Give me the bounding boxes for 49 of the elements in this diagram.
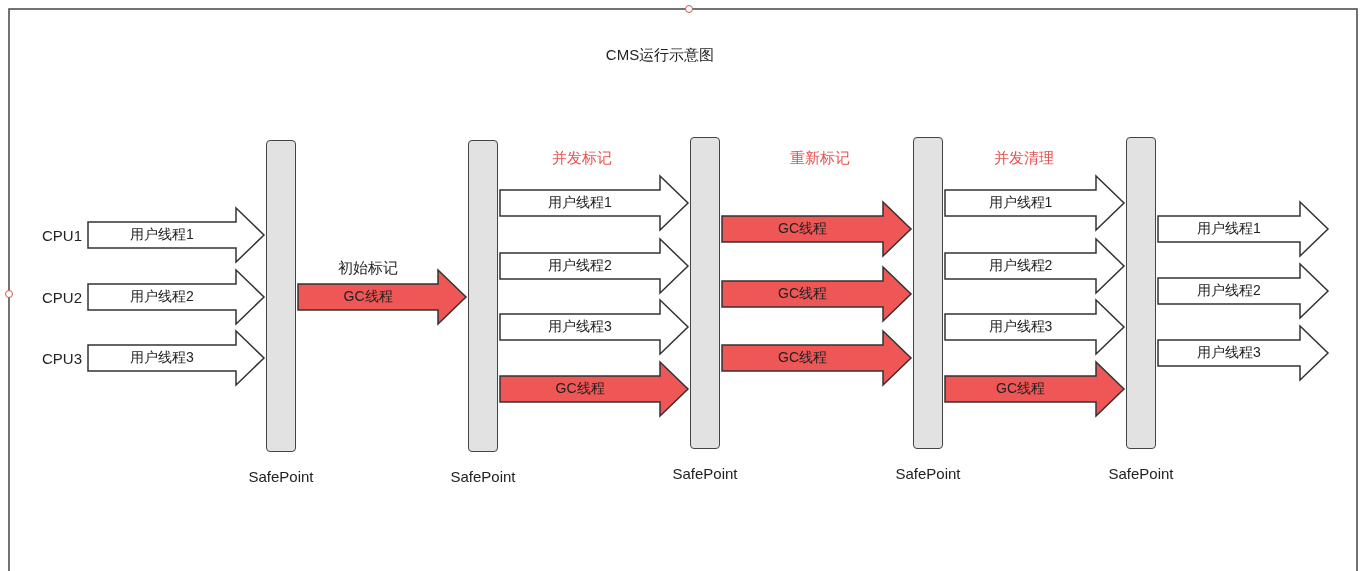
cpu-label: CPU2 bbox=[42, 288, 82, 306]
phase-label: 并发清理 bbox=[994, 148, 1054, 168]
block-arrow bbox=[721, 329, 913, 387]
cpu-label: CPU3 bbox=[42, 349, 82, 367]
block-arrow bbox=[1157, 324, 1330, 382]
edge-label: 用户线程2 bbox=[548, 257, 612, 275]
block-arrow bbox=[499, 360, 690, 418]
edge-label: GC线程 bbox=[778, 285, 827, 303]
edge-label: GC线程 bbox=[555, 380, 605, 398]
cpu-label: CPU1 bbox=[42, 226, 82, 244]
block-arrow bbox=[87, 206, 266, 264]
block-arrow bbox=[499, 237, 690, 295]
phase-label: 重新标记 bbox=[790, 148, 850, 168]
edge-label: 用户线程3 bbox=[548, 318, 612, 336]
block-arrow bbox=[499, 174, 690, 232]
safepoint-label: SafePoint bbox=[450, 468, 516, 485]
edge-label: GC线程 bbox=[778, 349, 827, 367]
edge-label: 用户线程1 bbox=[130, 226, 194, 244]
safepoint-label: SafePoint bbox=[895, 465, 961, 482]
edge-label: 用户线程1 bbox=[548, 194, 612, 212]
safepoint-label: SafePoint bbox=[248, 468, 314, 485]
block-arrow bbox=[499, 298, 690, 356]
edge-label: 用户线程2 bbox=[988, 257, 1053, 275]
block-arrow bbox=[944, 298, 1126, 356]
edge-label: GC线程 bbox=[996, 380, 1045, 398]
block-arrow bbox=[87, 268, 266, 326]
block-arrow bbox=[1157, 200, 1330, 258]
block-arrow bbox=[944, 237, 1126, 295]
block-arrow bbox=[721, 200, 913, 258]
block-arrow bbox=[1157, 262, 1330, 320]
safepoint-label: SafePoint bbox=[1108, 465, 1174, 482]
phase-label: 初始标记 bbox=[338, 258, 398, 278]
edge-label: 用户线程2 bbox=[1197, 282, 1261, 300]
edge-label: GC线程 bbox=[343, 288, 393, 306]
diagram-title: CMS运行示意图 bbox=[604, 46, 716, 65]
block-arrow bbox=[721, 265, 913, 323]
edge-label: 用户线程1 bbox=[988, 194, 1053, 212]
safepoint-label: SafePoint bbox=[672, 465, 738, 482]
edge-label: GC线程 bbox=[778, 220, 827, 238]
edge-label: 用户线程1 bbox=[1197, 220, 1261, 238]
block-arrow bbox=[87, 329, 266, 387]
block-arrow bbox=[297, 268, 468, 326]
edge-label: 用户线程3 bbox=[1197, 344, 1261, 362]
phase-label: 并发标记 bbox=[552, 148, 612, 168]
block-arrow bbox=[944, 174, 1126, 232]
edge-label: 用户线程2 bbox=[130, 288, 194, 306]
edge-label: 用户线程3 bbox=[988, 318, 1053, 336]
edge-label: 用户线程3 bbox=[130, 349, 194, 367]
block-arrow bbox=[944, 360, 1126, 418]
